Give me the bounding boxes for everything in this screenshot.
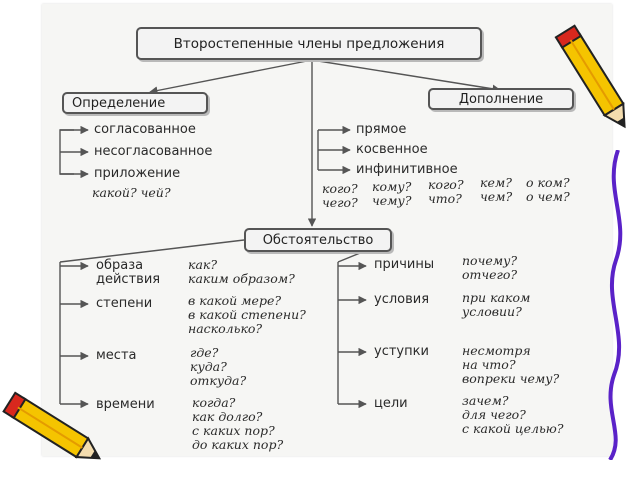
definition-item: несогласованное: [94, 144, 213, 159]
pencil-bottom-left-icon: [2, 391, 102, 460]
adverbial-questions-cause: почему?отчего?: [462, 253, 518, 282]
object-question-group: кому?чему?: [372, 179, 412, 208]
adverbial-type-time: времени: [96, 397, 155, 412]
object-item: инфинитивное: [356, 162, 458, 177]
adverbial-box: Обстоятельство: [244, 228, 392, 252]
adverbial-questions-degree: в какой мере?в какой степени?насколько?: [188, 293, 306, 336]
adverbial-type-degree: степени: [96, 296, 153, 311]
adverbial-questions-place: где?куда?откуда?: [190, 345, 247, 388]
definition-item: согласованное: [94, 122, 196, 137]
definition-box: Определение: [62, 92, 208, 114]
definition-questions: какой? чей?: [92, 185, 171, 200]
adverbial-type-purpose: цели: [374, 396, 408, 411]
object-question-group: кого?чего?: [322, 181, 358, 210]
squiggle-decoration-icon: [608, 150, 623, 460]
definition-item: приложение: [94, 166, 181, 181]
adverbial-type-concession: уступки: [374, 344, 429, 359]
pencil-top-right-icon: [554, 24, 626, 129]
adverbial-questions-manner: как?каким образом?: [188, 257, 295, 286]
object-question-group: кем?чем?: [480, 175, 513, 204]
root-box: Второстепенные члены предложения: [136, 27, 482, 60]
adverbial-type-cause: причины: [374, 257, 435, 272]
adverbial-questions-time: когда?как долго?с каких пор?до каких пор…: [192, 395, 284, 452]
adverbial-type-place: места: [96, 348, 137, 363]
object-question-group: о ком?о чем?: [526, 175, 570, 204]
adverbial-type-condition: условия: [374, 292, 430, 307]
object-item: косвенное: [356, 142, 428, 157]
object-question-group: кого?что?: [428, 177, 464, 206]
adverbial-questions-purpose: зачем?для чего?с какой целью?: [462, 393, 564, 436]
object-box: Дополнение: [428, 88, 574, 110]
object-item: прямое: [356, 122, 407, 137]
